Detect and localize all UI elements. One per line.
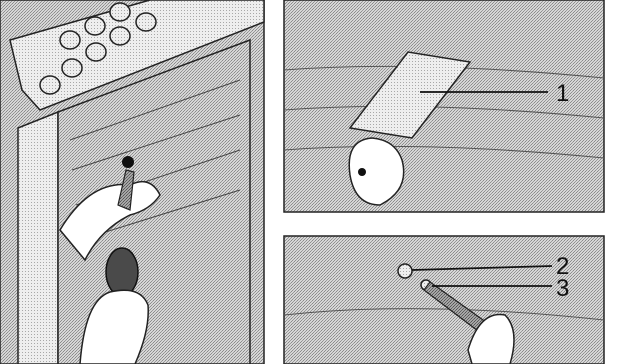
callout-1: 1 — [556, 80, 569, 107]
screw-part-2 — [398, 264, 412, 278]
fastener — [122, 156, 134, 168]
top-right-panel: 1 — [284, 0, 604, 212]
oven-door-frame — [18, 112, 58, 364]
left-panel — [0, 0, 264, 364]
callout-3: 3 — [556, 275, 569, 302]
bottom-right-panel: 2 3 — [284, 236, 604, 364]
screwdriver-handle — [106, 248, 138, 296]
